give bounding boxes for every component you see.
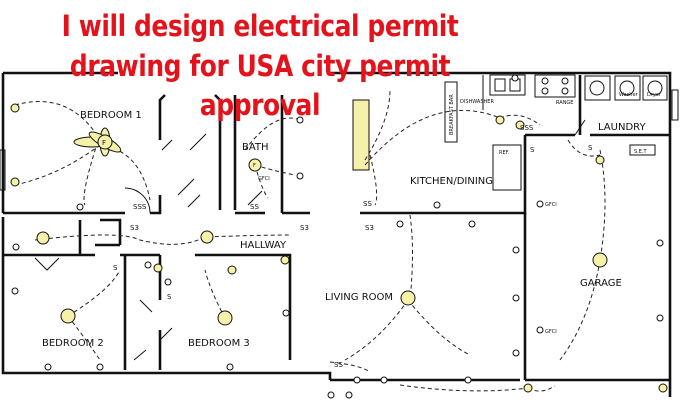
- switch-ss-living: SS: [334, 361, 343, 369]
- room-label-garage: GARAGE: [580, 278, 622, 289]
- label-dishwasher: DISHWASHER: [460, 99, 494, 105]
- room-label-laundry: LAUNDRY: [598, 122, 646, 133]
- label-fan: F: [102, 139, 106, 147]
- room-label-kitchen: KITCHEN/DINING: [410, 176, 493, 187]
- light-fixtures: [10, 103, 668, 393]
- room-label-living: LIVING ROOM: [325, 292, 393, 303]
- label-washer: Washer: [619, 92, 639, 98]
- switch-s3-living: S3: [365, 224, 374, 232]
- label-refrigerator: REF.: [499, 150, 510, 156]
- switch-s-garage: S: [588, 144, 593, 152]
- label-gfci-garage: GFCI: [545, 329, 557, 335]
- label-breakfast-bar: BREAKFAST BAR: [449, 94, 455, 135]
- label-bath-fan: F: [253, 163, 256, 169]
- label-gfci-kitchen: GFCI: [545, 202, 557, 208]
- room-label-bedroom2: BEDROOM 2: [42, 338, 104, 349]
- room-label-bath: BATH: [242, 142, 269, 153]
- interior-walls: [3, 75, 670, 380]
- doors: [34, 119, 586, 361]
- label-range: RANGE: [556, 100, 573, 106]
- headline-line1: I will design electrical permit: [61, 9, 459, 43]
- exterior-walls: [0, 71, 679, 397]
- kitchen-appliances: [352, 74, 668, 191]
- switch-sss-bedroom1: SSS: [133, 203, 147, 211]
- headline-line2: drawing for USA city permit: [69, 49, 451, 83]
- room-label-bedroom1: BEDROOM 1: [80, 110, 142, 121]
- label-dryer: Dryer: [647, 92, 662, 98]
- switch-sss-kitchen: SSS: [520, 124, 534, 132]
- switch-ss-bath: SS: [250, 203, 259, 211]
- headline-line3: approval: [199, 88, 321, 122]
- switch-s3-hall-right: S3: [300, 224, 309, 232]
- switch-s-bedroom2: S: [113, 264, 118, 272]
- switch-s-bedroom3: S: [167, 293, 172, 301]
- outlets: [11, 74, 664, 399]
- label-set: S.E.T: [634, 149, 648, 155]
- switch-s-garage-left: S: [530, 146, 535, 154]
- room-label-hallway: HALLWAY: [240, 240, 287, 251]
- switch-ss-kitchen: SS: [363, 200, 372, 208]
- label-gfci-bath: GFCI: [258, 176, 270, 182]
- room-label-bedroom3: BEDROOM 3: [188, 338, 250, 349]
- switch-s3-hall-left: S3: [130, 224, 139, 232]
- ceiling-fan-icon: [73, 127, 122, 157]
